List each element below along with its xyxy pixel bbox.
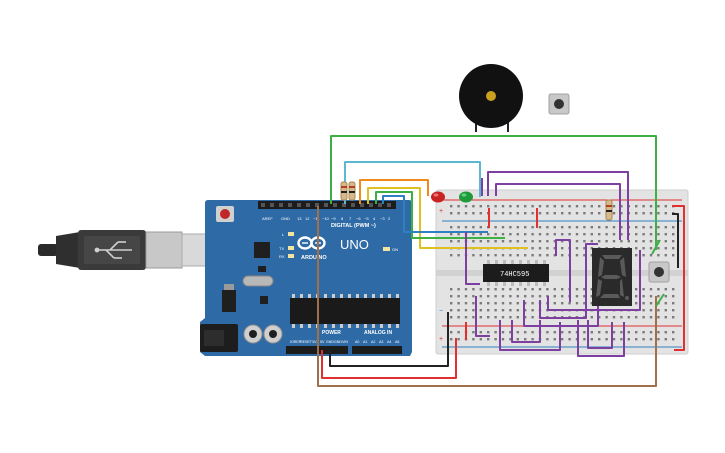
power-pin-gnd-1: GND bbox=[326, 340, 334, 344]
pin-label-7: 7 bbox=[349, 216, 352, 221]
power-pin-ioref: IOREF bbox=[290, 340, 302, 344]
analog-header[interactable] bbox=[352, 346, 402, 354]
pin-label-13: 13 bbox=[297, 216, 302, 221]
wire-purple-8[interactable] bbox=[511, 320, 541, 343]
led-green-icon[interactable] bbox=[459, 191, 473, 203]
wire-purple-9[interactable] bbox=[577, 320, 625, 357]
analog-pin-a4: A4 bbox=[387, 340, 391, 344]
pin-label-6: ~6 bbox=[356, 216, 361, 221]
rail-minus-bottom: − bbox=[439, 308, 443, 315]
l-led-label: L bbox=[282, 232, 285, 237]
wire-green-low[interactable] bbox=[375, 191, 505, 239]
wire-purple-5[interactable] bbox=[555, 239, 571, 302]
gnd-pin-label: GND bbox=[281, 216, 290, 221]
wire-blue[interactable] bbox=[382, 195, 488, 233]
wire-yellow[interactable] bbox=[367, 187, 528, 249]
wire-purple-10[interactable] bbox=[587, 320, 613, 349]
wire-orange[interactable] bbox=[359, 179, 429, 204]
seven-segment-icon[interactable] bbox=[592, 248, 632, 306]
wire-purple-12[interactable] bbox=[523, 300, 599, 327]
ic-label: 74HC595 bbox=[500, 271, 529, 279]
wire-purple-7[interactable] bbox=[499, 320, 561, 351]
power-pin-vin: VIN bbox=[342, 340, 348, 344]
wire-purple-11[interactable] bbox=[539, 243, 598, 319]
pin-label-3: ~3 bbox=[380, 216, 385, 221]
usb-cable-icon[interactable] bbox=[38, 230, 211, 270]
rail-plus-top: + bbox=[439, 208, 443, 215]
rx-led-label: RX bbox=[279, 254, 285, 259]
shift-register-chip[interactable]: 74HC595 bbox=[483, 260, 549, 286]
pin-label-11: ~11 bbox=[313, 216, 320, 221]
pushbutton-icon[interactable] bbox=[548, 93, 570, 115]
digital-label: DIGITAL (PWM ~) bbox=[331, 223, 376, 229]
board-brand: ARDUINO bbox=[301, 255, 327, 261]
analog-pin-a0: A0 bbox=[355, 340, 359, 344]
power-pin-gnd-2: GND bbox=[334, 340, 342, 344]
pin-label-9: ~9 bbox=[331, 216, 336, 221]
breadboard-pushbutton[interactable] bbox=[648, 261, 670, 283]
pin-label-12: 12 bbox=[305, 216, 310, 221]
wire-green-switch-1[interactable] bbox=[651, 239, 661, 255]
pin-label-5: ~5 bbox=[364, 216, 369, 221]
pin-label-8: 8 bbox=[341, 216, 344, 221]
wire-black-ground[interactable] bbox=[329, 312, 449, 367]
resistor-icon[interactable] bbox=[340, 181, 356, 201]
power-pin-reset: RESET bbox=[300, 340, 313, 344]
on-led-label: ON bbox=[392, 247, 398, 252]
analog-pin-a5: A5 bbox=[395, 340, 399, 344]
wire-purple-13[interactable] bbox=[475, 296, 490, 337]
wire-green-switch-2[interactable] bbox=[655, 293, 665, 307]
arduino-board[interactable]: AREF GND 13 12 ~11 ~10 ~9 8 7 ~6 ~5 4 ~3… bbox=[200, 200, 412, 356]
wire-purple-4[interactable] bbox=[495, 183, 621, 240]
resistor-breadboard[interactable] bbox=[605, 199, 613, 221]
led-red-icon[interactable] bbox=[431, 191, 445, 203]
pin-label-2: 2 bbox=[388, 216, 391, 221]
wire-brown[interactable] bbox=[317, 206, 657, 387]
wire-green-top[interactable] bbox=[330, 135, 657, 250]
wires[interactable] bbox=[317, 135, 685, 387]
microcontroller-chip bbox=[290, 298, 400, 324]
pin-label-10: ~10 bbox=[322, 216, 330, 221]
board-model: UNO bbox=[340, 237, 369, 252]
wire-red-power[interactable] bbox=[321, 338, 457, 379]
wire-purple-3[interactable] bbox=[487, 171, 629, 240]
wire-black-rail[interactable] bbox=[672, 213, 679, 268]
rail-plus-bottom: + bbox=[439, 336, 443, 343]
power-pin-5v: 5V bbox=[320, 340, 325, 344]
power-pin-3v3: 3V3 bbox=[312, 340, 318, 344]
analog-pin-a1: A1 bbox=[363, 340, 367, 344]
wire-purple-1[interactable] bbox=[465, 232, 480, 285]
analog-label: ANALOG IN bbox=[364, 330, 392, 336]
aref-label: AREF bbox=[262, 216, 273, 221]
tx-led-label: TX bbox=[279, 246, 284, 251]
power-label: POWER bbox=[322, 330, 341, 336]
wire-red-jumper-3[interactable] bbox=[672, 205, 685, 351]
pin-label-4: 4 bbox=[373, 216, 376, 221]
wire-purple-6[interactable] bbox=[547, 250, 641, 311]
analog-pin-a3: A3 bbox=[379, 340, 383, 344]
buzzer-icon[interactable] bbox=[459, 64, 523, 132]
analog-pin-a2: A2 bbox=[371, 340, 375, 344]
